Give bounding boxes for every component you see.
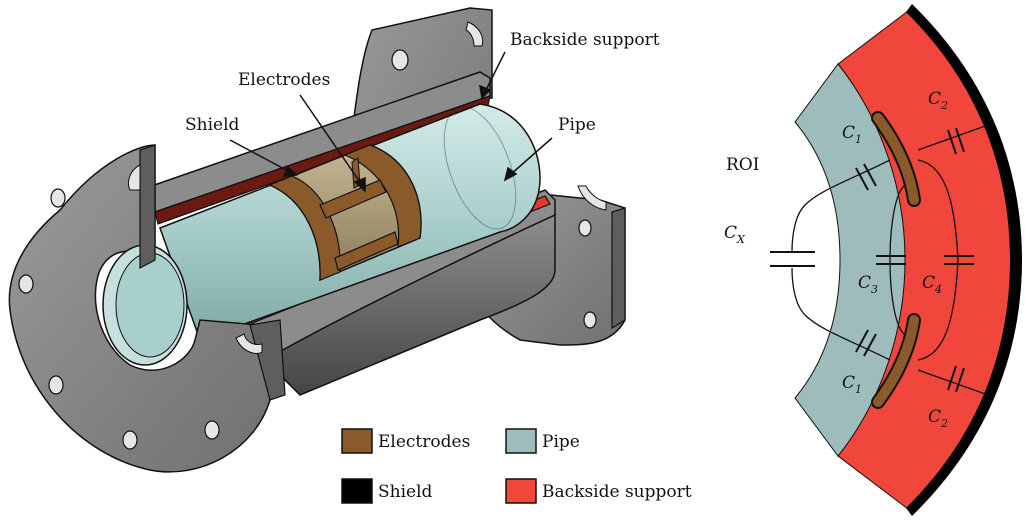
legend-label-shield: Shield [378, 482, 433, 502]
cap-label-c2-top: C2 [928, 89, 948, 112]
cap-label-c4: C4 [922, 273, 942, 296]
cap-label-c1-bottom: C1 [842, 373, 862, 396]
legend-swatch-shield [341, 478, 373, 504]
legend-swatch-backside-support [505, 478, 537, 504]
callout-electrodes: Electrodes [238, 70, 330, 90]
electrode-top [873, 113, 919, 205]
roi-label: ROI [726, 155, 759, 175]
cross-section: ROI CX C1 C1 C2 C2 C3 C4 [724, 4, 1022, 516]
lower-housing-body [263, 213, 556, 396]
legend-swatch-electrodes [341, 428, 373, 454]
legend-label-backside-support: Backside support [542, 482, 692, 502]
callout-backside-support: Backside support [510, 30, 660, 50]
cap-label-cx: CX [724, 223, 746, 246]
legend-label-pipe: Pipe [542, 432, 580, 452]
legend-label-electrodes: Electrodes [378, 432, 470, 452]
front-flange [8, 144, 286, 473]
sensor-cutaway-illustration: Backside support Electrodes Shield Pipe [8, 7, 660, 473]
cap-label-c3: C3 [858, 273, 878, 296]
cap-label-c2-bottom: C2 [928, 407, 948, 430]
legend: Electrodes Pipe Shield Backside support [341, 428, 692, 504]
electrode-bottom [873, 315, 919, 407]
callout-shield: Shield [185, 115, 240, 135]
shield-band [906, 4, 1022, 516]
callout-pipe: Pipe [558, 115, 596, 135]
electrode-assembly [268, 144, 422, 282]
equivalent-circuit [770, 124, 989, 396]
legend-swatch-pipe [505, 428, 537, 454]
pipe-band [794, 63, 906, 457]
callout-arrows [229, 51, 553, 193]
cap-label-c1-top: C1 [842, 123, 862, 146]
